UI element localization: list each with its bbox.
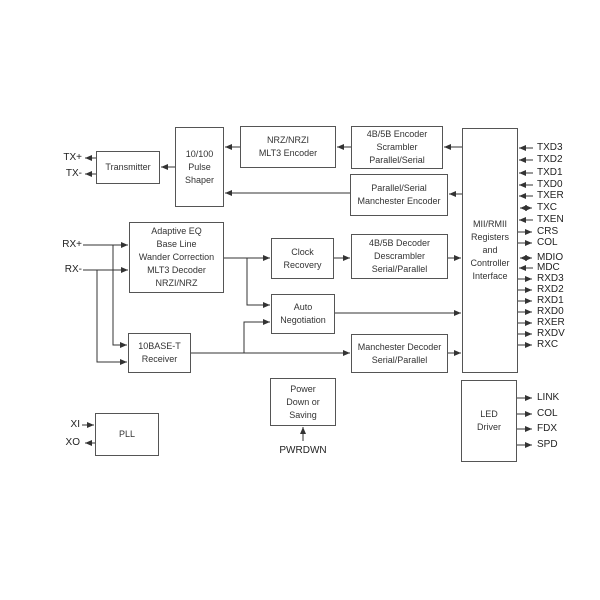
mii-port-label-txer: TXER (537, 190, 564, 201)
mii-port-label-rxc: RXC (537, 339, 559, 350)
mii-port-label-txen: TXEN (537, 214, 564, 225)
pin-label-tx-plus: TX+ (63, 152, 82, 163)
pin-label-xo: XO (65, 437, 80, 448)
block-power-down: Power Down or Saving (270, 378, 336, 426)
rx-path-wires (83, 242, 461, 365)
mii-port-label-rxd1: RXD1 (537, 295, 564, 306)
mii-port-label-rxd0: RXD0 (537, 306, 564, 317)
led-port-label-link: LINK (537, 392, 560, 403)
block-led-driver: LED Driver (461, 380, 517, 462)
mii-port-label-col: COL (537, 237, 558, 248)
block-auto-negotiation: Auto Negotiation (271, 294, 335, 334)
led-port-label-fdx: FDX (537, 423, 557, 434)
block-nrz-mlt3-encoder: NRZ/NRZI MLT3 Encoder (240, 126, 336, 168)
pin-label-xi: XI (70, 419, 80, 430)
mii-port-label-rxdv: RXDV (537, 328, 565, 339)
block-mii-rmii-interface: MII/RMII Registers and Controller Interf… (462, 128, 518, 373)
mii-port-label-rxd2: RXD2 (537, 284, 564, 295)
mii-port-stubs (518, 145, 533, 348)
mii-port-label-txd0: TXD0 (537, 179, 563, 190)
block-10baset-receiver: 10BASE-T Receiver (128, 333, 191, 373)
block-manchester-decoder: Manchester Decoder Serial/Parallel (351, 334, 448, 373)
block-4b5b-decoder: 4B/5B Decoder Descrambler Serial/Paralle… (351, 234, 448, 279)
block-manchester-encoder: Parallel/Serial Manchester Encoder (350, 174, 448, 216)
mii-port-label-txd1: TXD1 (537, 167, 563, 178)
mii-port-label-txd2: TXD2 (537, 154, 563, 165)
tx-path-wires (85, 144, 462, 197)
led-port-label-spd: SPD (537, 439, 558, 450)
block-pulse-shaper: 10/100 Pulse Shaper (175, 127, 224, 207)
pin-label-tx-minus: TX- (65, 168, 82, 179)
block-clock-recovery: Clock Recovery (271, 238, 334, 279)
block-adaptive-eq: Adaptive EQ Base Line Wander Correction … (129, 222, 224, 293)
block-transmitter: Transmitter (96, 151, 160, 184)
mii-port-label-txc: TXC (537, 202, 557, 213)
led-port-stubs (517, 395, 532, 448)
mii-port-label-mdio: MDIO (537, 252, 564, 263)
mii-port-label-rxer: RXER (537, 317, 565, 328)
mii-port-label-txd3: TXD3 (537, 142, 563, 153)
pin-label-rx-plus: RX+ (62, 239, 82, 250)
mii-port-label-mdc: MDC (537, 262, 560, 273)
block-4b5b-encoder: 4B/5B Encoder Scrambler Parallel/Serial (351, 126, 443, 169)
pin-label-pwrdwn: PWRDWN (279, 445, 327, 456)
misc-wires (82, 422, 306, 446)
led-port-label-col: COL (537, 408, 558, 419)
mii-port-label-crs: CRS (537, 226, 559, 237)
block-pll: PLL (95, 413, 159, 456)
pin-label-rx-minus: RX- (64, 264, 82, 275)
mii-port-label-rxd3: RXD3 (537, 273, 564, 284)
